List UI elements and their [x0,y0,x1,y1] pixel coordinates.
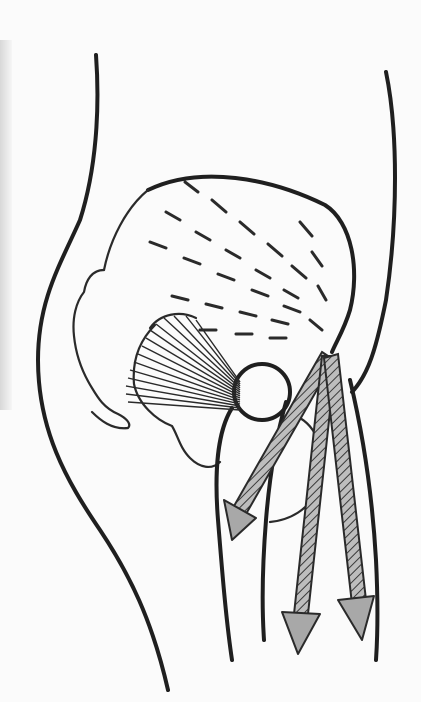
pelvis-outline [148,177,354,352]
outer-body-outline-right [352,72,395,392]
femur-shaft-left [217,408,232,660]
outer-body-outline-left [38,55,168,690]
force-arrow-3 [324,354,374,640]
fan-muscle-fibers [126,314,240,410]
sacrum-outline [73,270,129,428]
pelvis-outline-left [104,190,148,270]
